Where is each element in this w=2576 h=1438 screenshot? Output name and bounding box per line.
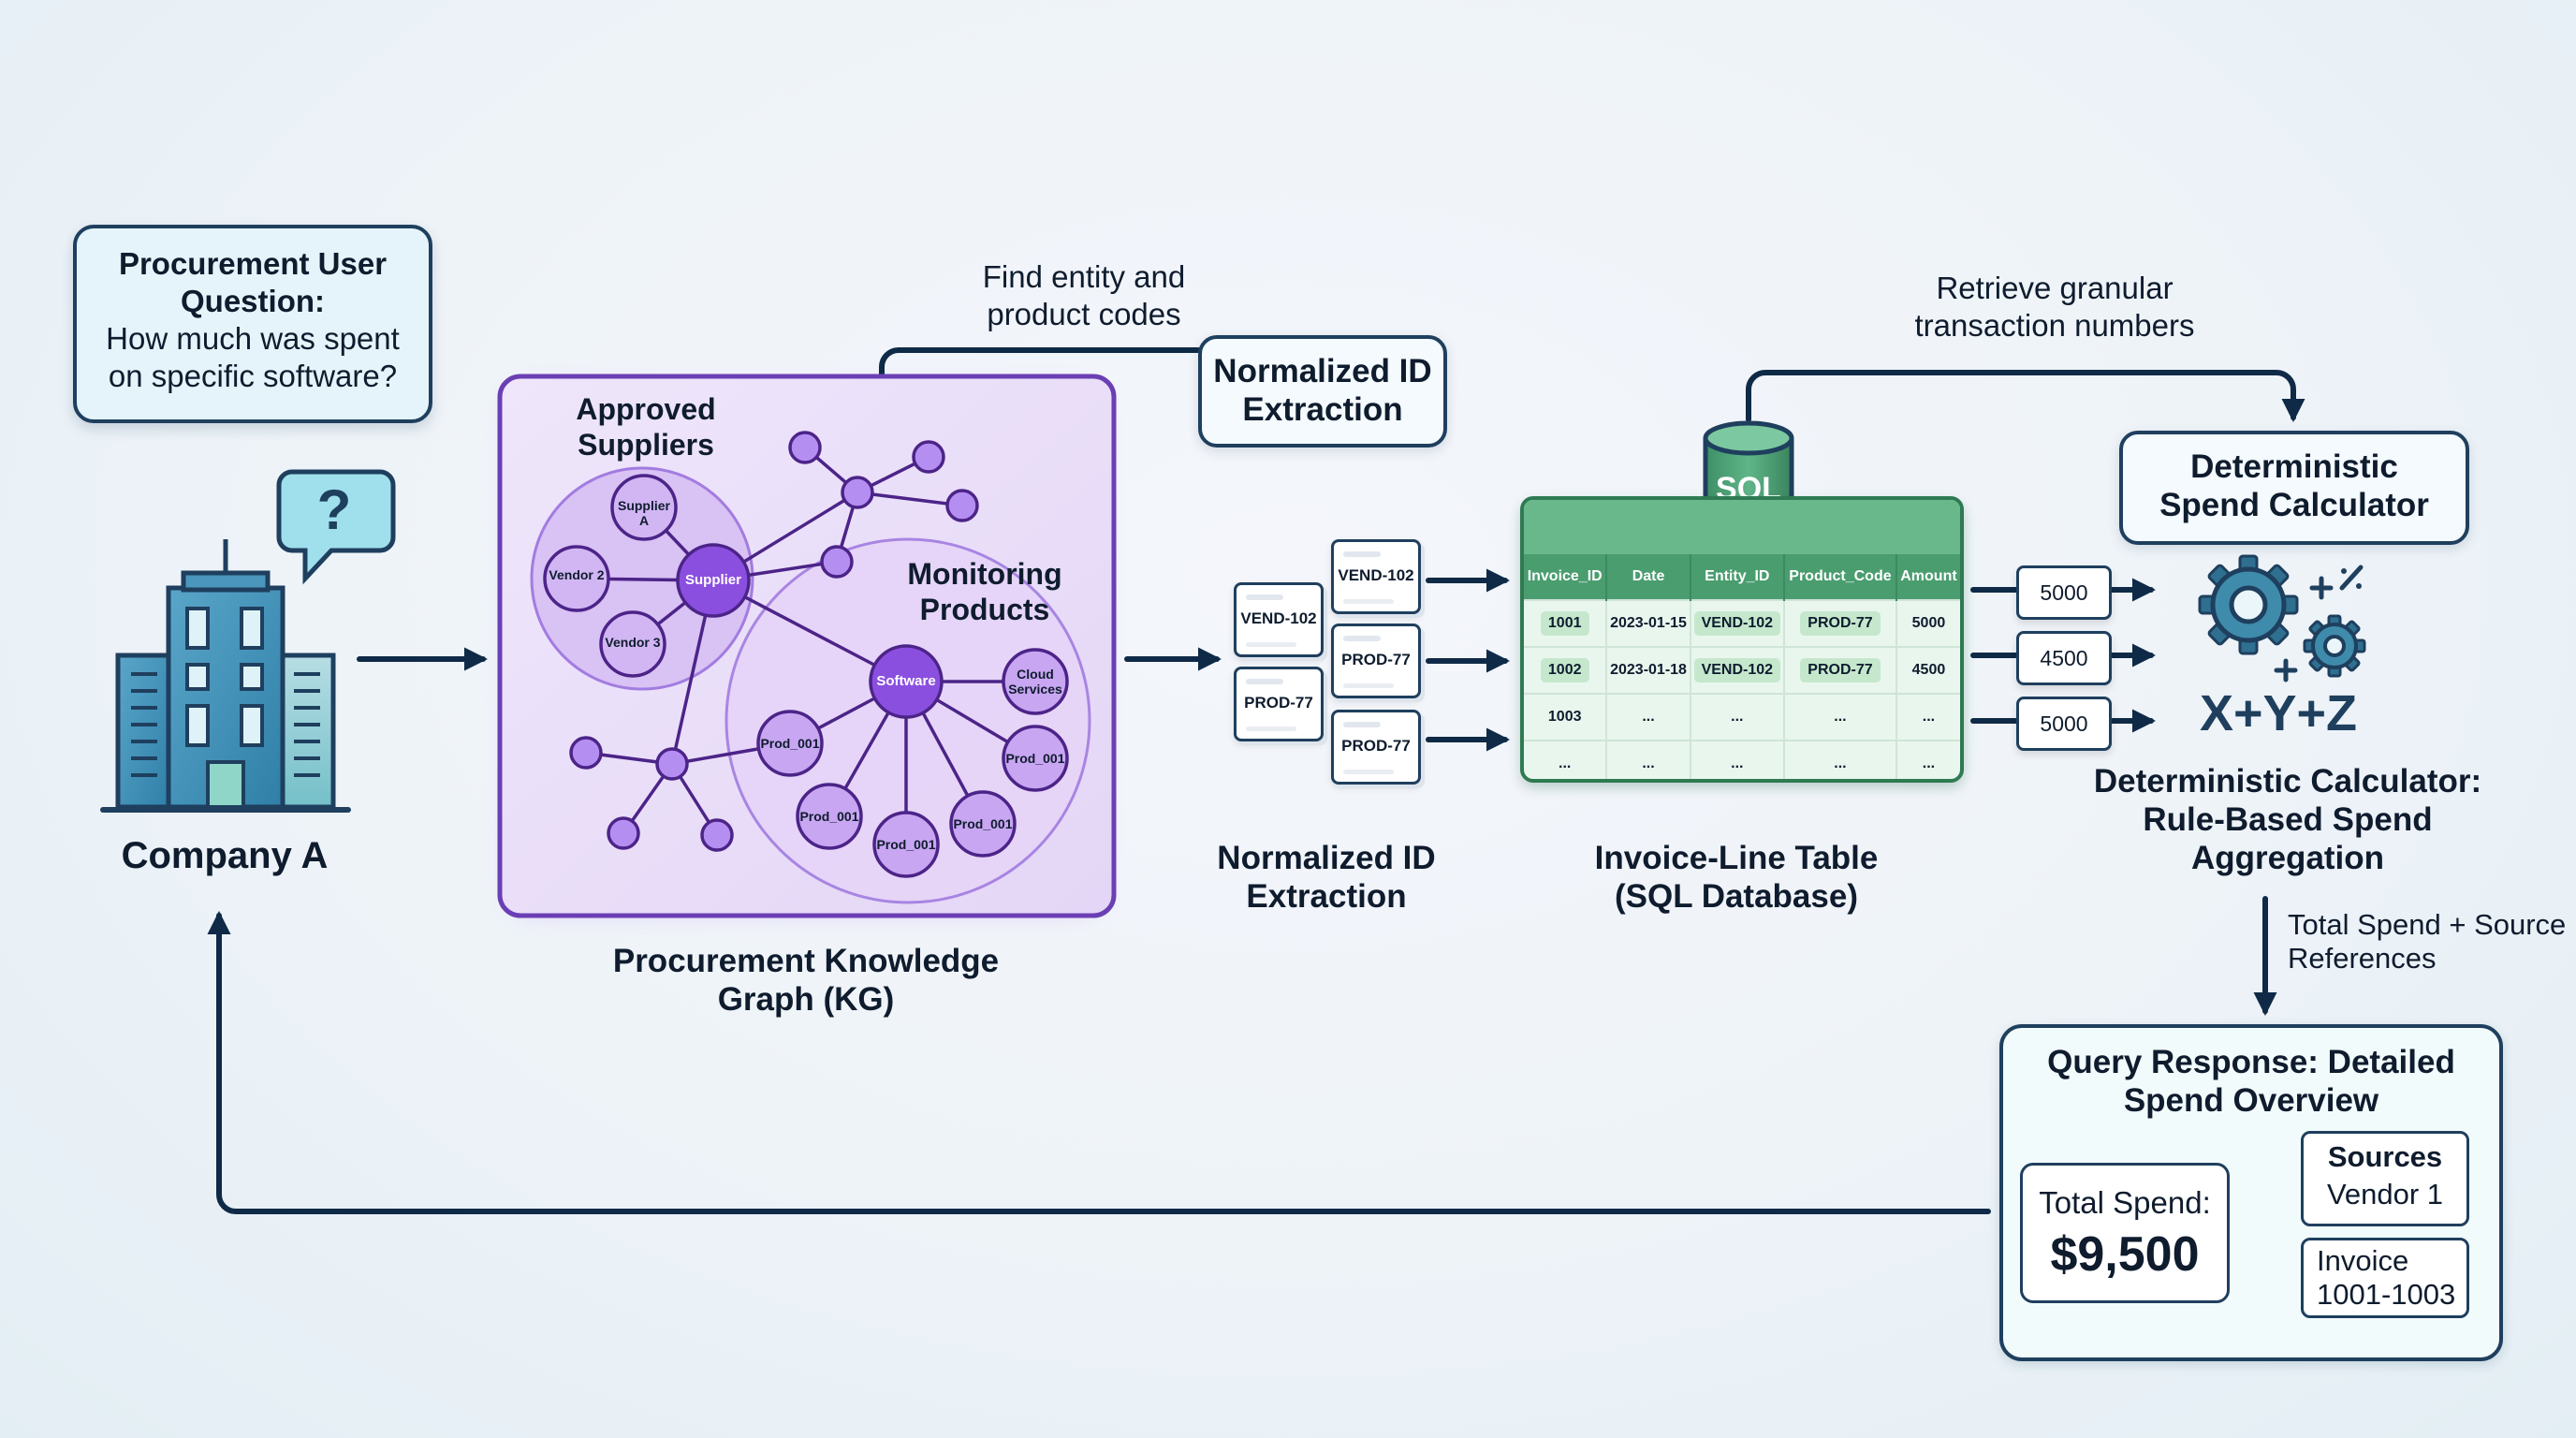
table-cell: ... [1690, 693, 1785, 741]
node-prod-001: Prod_001 [799, 809, 859, 824]
table-header: Date [1606, 554, 1691, 600]
user-question-box: Procurement User Question: How much was … [73, 225, 432, 423]
id-card-prod-left: PROD-77 [1234, 667, 1324, 741]
node-vendor-3: Vendor 3 [605, 635, 661, 650]
table-cell: ... [1783, 693, 1897, 741]
table-cell: VEND-102 [1693, 658, 1781, 682]
kg-caption: Procurement Knowledge Graph (KG) [612, 943, 1000, 1018]
spend-calculator-title: Deterministic Spend Calculator [2159, 448, 2429, 523]
total-spend-card: Total Spend: $9,500 [2020, 1163, 2230, 1303]
query-response-title: Query Response: Detailed Spend Overview [2047, 1044, 2455, 1119]
invoice-label: Invoice [2317, 1244, 2409, 1277]
question-bubble-icon [276, 469, 396, 585]
approved-suppliers-label: Approved Suppliers [576, 392, 716, 462]
table-cell: ... [1606, 740, 1691, 779]
retrieve-label: Retrieve granular transaction numbers [1914, 271, 2195, 343]
table-cell: ... [1895, 693, 1960, 741]
total-spend-card-label: Total Spend: [2039, 1185, 2211, 1220]
invoice-table-caption: Invoice-Line Table (SQL Database) [1594, 840, 1879, 915]
table-header: Amount [1895, 554, 1960, 600]
kg-small-nodes [569, 431, 979, 852]
id-card-prod-right-1: PROD-77 [1331, 624, 1421, 698]
table-row: 1003 ... ... ... ... [1524, 693, 1960, 741]
gears-icon [2198, 554, 2366, 682]
spend-calculator-box: Deterministic Spend Calculator [2119, 431, 2469, 545]
table-cell: VEND-102 [1693, 611, 1781, 636]
node-prod-001: Prod_001 [876, 837, 936, 852]
node-prod-001: Prod_001 [1005, 751, 1065, 766]
table-cell: PROD-77 [1800, 611, 1881, 636]
table-cell: 2023-01-18 [1606, 646, 1691, 694]
user-question-title: Procurement User Question: [118, 246, 388, 318]
node-supplier-a: Supplier A [617, 498, 670, 528]
table-cell: ... [1524, 740, 1608, 779]
table-cell: ... [1783, 740, 1897, 779]
id-card-vend-left: VEND-102 [1234, 582, 1324, 657]
invoice-range: 1001-1003 [2317, 1278, 2456, 1311]
flow-arrows [207, 347, 2305, 1272]
node-cloud-services: Cloud Services [1008, 667, 1062, 697]
table-cell: ... [1895, 740, 1960, 779]
invoice-table-topbar [1524, 500, 1960, 554]
id-card-prod-right-2: PROD-77 [1331, 710, 1421, 785]
kg-labeled-nodes [543, 474, 1069, 878]
invoice-card: Invoice 1001-1003 [2301, 1238, 2469, 1318]
table-header: Product_Code [1783, 554, 1897, 600]
amount-tag: 4500 [2016, 631, 2112, 685]
table-cell: 1003 [1524, 693, 1608, 741]
monitoring-products-label: Monitoring Products [907, 557, 1062, 626]
table-cell: 1001 [1540, 611, 1589, 636]
amount-tag: 5000 [2016, 697, 2112, 751]
sources-vendor: Vendor 1 [2326, 1178, 2444, 1211]
node-software: Software [876, 673, 936, 689]
table-header: Entity_ID [1690, 554, 1785, 600]
user-question-body: How much was spent on specific software? [106, 321, 400, 393]
node-prod-001: Prod_001 [953, 816, 1013, 831]
table-cell: ... [1690, 740, 1785, 779]
sources-card: Sources Vendor 1 [2301, 1131, 2469, 1226]
table-cell: 4500 [1895, 646, 1960, 694]
table-row: 1001 2023-01-15 VEND-102 PROD-77 5000 [1524, 599, 1960, 647]
question-mark: ? [316, 478, 352, 541]
total-spend-value: $9,500 [2050, 1227, 2200, 1282]
amount-tag: 5000 [2016, 565, 2112, 620]
invoice-table: Invoice_ID Date Entity_ID Product_Code A… [1524, 554, 1960, 779]
company-label: Company A [121, 835, 329, 876]
table-cell: ... [1606, 693, 1691, 741]
node-supplier: Supplier [684, 572, 741, 588]
total-spend-label: Total Spend + Source References [2288, 908, 2567, 975]
building-icon [100, 539, 351, 813]
normalized-id-caption: Normalized ID Extraction [1217, 840, 1436, 915]
sources-title: Sources [2327, 1140, 2443, 1173]
id-card-vend-right: VEND-102 [1331, 539, 1421, 614]
calculator-caption: Deterministic Calculator: Rule-Based Spe… [2093, 763, 2482, 876]
invoice-table-panel: Invoice_ID Date Entity_ID Product_Code A… [1520, 496, 1964, 783]
node-vendor-2: Vendor 2 [549, 567, 605, 582]
table-row: ... ... ... ... ... [1524, 740, 1960, 779]
table-row: 1002 2023-01-18 VEND-102 PROD-77 4500 [1524, 646, 1960, 694]
find-codes-label: Find entity and product codes [982, 259, 1186, 331]
table-cell: 1002 [1540, 658, 1589, 682]
normalized-id-box-label: Normalized ID Extraction [1213, 353, 1432, 428]
table-cell: 2023-01-15 [1606, 599, 1691, 647]
formula-label: X+Y+Z [2199, 685, 2358, 741]
table-header: Invoice_ID [1524, 554, 1608, 600]
table-cell: 5000 [1895, 599, 1960, 647]
table-cell: PROD-77 [1800, 658, 1881, 682]
normalized-id-box: Normalized ID Extraction [1198, 335, 1447, 448]
node-prod-001: Prod_001 [760, 736, 820, 751]
